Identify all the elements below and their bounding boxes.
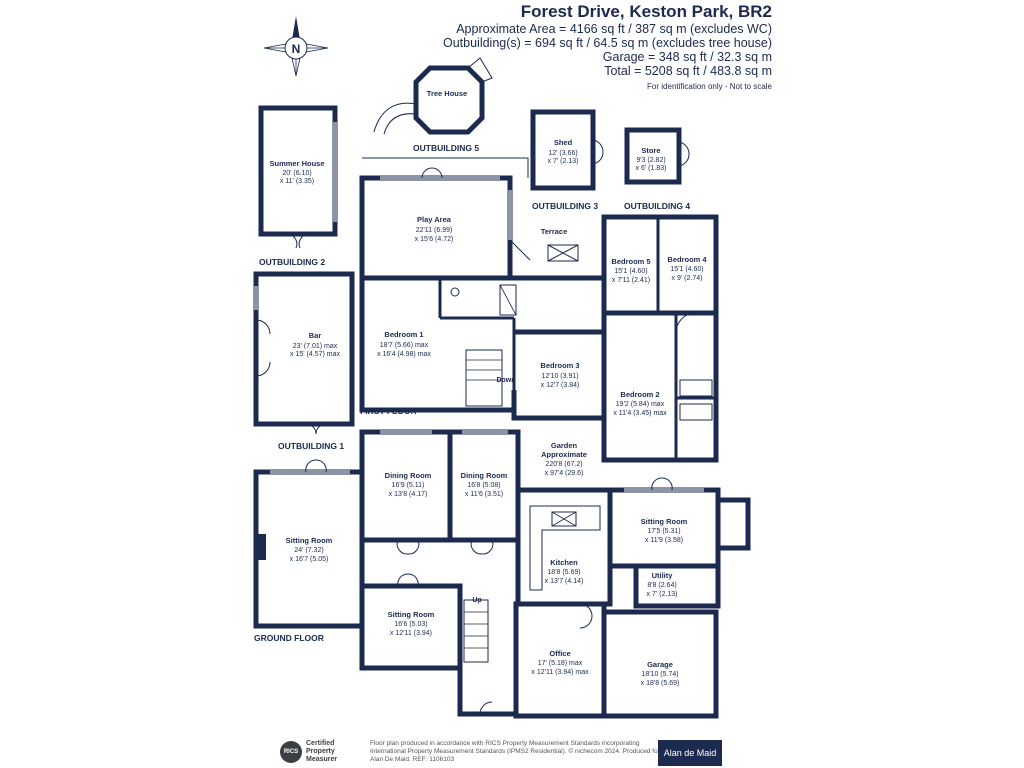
svg-text:12'10 (3.91): 12'10 (3.91): [541, 373, 578, 380]
rics-logo: RICS Certified Property Measurer: [280, 737, 360, 767]
svg-text:x 15' (4.57) max: x 15' (4.57) max: [290, 351, 340, 358]
svg-text:x 7' (2.13): x 7' (2.13): [647, 591, 678, 598]
svg-text:x 97'4 (29.6): x 97'4 (29.6): [545, 470, 584, 477]
label-outbuilding-5: OUTBUILDING 5: [413, 143, 479, 153]
svg-text:x 16'7 (5.05): x 16'7 (5.05): [290, 556, 329, 563]
svg-text:17'5 (5.31): 17'5 (5.31): [647, 528, 680, 535]
svg-text:Garage: Garage: [647, 660, 673, 669]
label-ground-floor: GROUND FLOOR: [254, 633, 324, 643]
svg-text:Up: Up: [472, 597, 481, 604]
first-floor: Down Bedroom 1 18'7 (5.66) max x 16'4 (4…: [359, 275, 607, 421]
garden: Garden Approximate 220'8 (67.2) x 97'4 (…: [541, 441, 587, 477]
svg-text:x 13'8 (4.17): x 13'8 (4.17): [389, 491, 428, 498]
svg-text:x 6' (1.83): x 6' (1.83): [636, 165, 667, 172]
certified-text: Certified Property Measurer: [306, 740, 338, 763]
east-wing: Bedroom 5 15'1 (4.60) x 7'11 (2.41) Bedr…: [601, 214, 719, 463]
svg-text:19'2 (5.84) max: 19'2 (5.84) max: [616, 401, 665, 408]
svg-text:Dining Room: Dining Room: [461, 471, 508, 480]
svg-text:x 7' (2.13): x 7' (2.13): [548, 158, 579, 165]
svg-text:x 18'8 (5.69): x 18'8 (5.69): [641, 680, 680, 687]
label-outbuilding-2: OUTBUILDING 2: [259, 257, 325, 267]
shed: Shed 12' (3.66) x 7' (2.13): [530, 109, 604, 191]
svg-text:220'8 (67.2): 220'8 (67.2): [545, 461, 582, 468]
svg-text:Tree House: Tree House: [427, 89, 467, 98]
svg-text:x 12'7 (3.84): x 12'7 (3.84): [541, 382, 580, 389]
header: Forest Drive, Keston Park, BR2 Approxima…: [443, 2, 772, 91]
svg-text:Bedroom 5: Bedroom 5: [611, 257, 650, 266]
svg-text:Bar: Bar: [309, 331, 322, 340]
label-outbuilding-4: OUTBUILDING 4: [624, 201, 690, 211]
svg-text:x 15'6 (4.72): x 15'6 (4.72): [415, 236, 454, 243]
svg-text:24' (7.32): 24' (7.32): [294, 547, 323, 554]
svg-text:18'10 (5.74): 18'10 (5.74): [641, 671, 678, 678]
svg-text:Terrace: Terrace: [541, 227, 568, 236]
svg-text:Bedroom 1: Bedroom 1: [384, 330, 423, 339]
svg-text:Dining Room: Dining Room: [385, 471, 432, 480]
page-title: Forest Drive, Keston Park, BR2: [520, 2, 772, 21]
compass-label: N: [292, 42, 301, 56]
svg-text:x 11'4 (3.45) max: x 11'4 (3.45) max: [613, 410, 667, 417]
svg-text:Down: Down: [496, 377, 515, 384]
scale-note: For identification only - Not to scale: [647, 82, 772, 91]
label-outbuilding-1: OUTBUILDING 1: [278, 441, 344, 451]
svg-text:Sitting Room: Sitting Room: [641, 517, 688, 526]
label-outbuilding-3: OUTBUILDING 3: [532, 201, 598, 211]
svg-text:16'9 (5.11): 16'9 (5.11): [392, 482, 425, 489]
svg-text:23' (7.01) max: 23' (7.01) max: [293, 343, 338, 350]
svg-text:15'1 (4.60): 15'1 (4.60): [670, 266, 703, 273]
svg-text:Sitting Room: Sitting Room: [388, 610, 435, 619]
area-line: Total = 5208 sq ft / 483.8 sq m: [604, 64, 772, 78]
summer-house: Summer House 20' (6.10) x 11' (3.35): [258, 105, 338, 249]
svg-text:Office: Office: [549, 649, 570, 658]
brand-logo: Alan de Maid: [658, 740, 722, 766]
svg-text:x 13'7 (4.14): x 13'7 (4.14): [545, 578, 584, 585]
svg-text:Store: Store: [641, 146, 660, 155]
play-area: Play Area 22'11 (6.99) x 15'6 (4.72): [359, 157, 529, 281]
svg-text:Bedroom 3: Bedroom 3: [540, 361, 579, 370]
svg-text:20' (6.10): 20' (6.10): [282, 170, 311, 177]
svg-text:12' (3.66): 12' (3.66): [548, 150, 577, 157]
svg-text:x 11' (3.35): x 11' (3.35): [280, 178, 314, 185]
svg-text:x 9' (2.74): x 9' (2.74): [672, 275, 703, 282]
svg-text:Play Area: Play Area: [417, 215, 452, 224]
svg-text:Garden: Garden: [551, 441, 578, 450]
compass-icon: N: [263, 16, 329, 77]
svg-text:9'3 (2.82): 9'3 (2.82): [636, 157, 665, 164]
area-line: Approximate Area = 4166 sq ft / 387 sq m…: [456, 22, 772, 36]
svg-text:Bedroom 2: Bedroom 2: [620, 390, 659, 399]
rics-badge: RICS: [280, 741, 302, 763]
svg-text:x 16'4 (4.98) max: x 16'4 (4.98) max: [377, 351, 431, 358]
tree-house: Tree House: [373, 57, 493, 135]
svg-text:Bedroom 4: Bedroom 4: [667, 255, 707, 264]
store: Store 9'3 (2.82) x 6' (1.83): [624, 127, 690, 185]
disclaimer: Floor plan produced in accordance with R…: [370, 740, 660, 763]
svg-text:Summer House: Summer House: [269, 159, 324, 168]
area-line: Outbuilding(s) = 694 sq ft / 64.5 sq m (…: [443, 36, 772, 50]
svg-text:Approximate: Approximate: [541, 450, 587, 459]
svg-text:Sitting Room: Sitting Room: [286, 536, 333, 545]
svg-text:x 11'6 (3.51): x 11'6 (3.51): [465, 491, 503, 498]
svg-text:8'8 (2.64): 8'8 (2.64): [647, 582, 676, 589]
label-first-floor: FIRST FLOOR: [360, 406, 417, 416]
svg-text:x 11'9 (3.58): x 11'9 (3.58): [645, 537, 683, 544]
svg-text:18'8 (5.69): 18'8 (5.69): [547, 569, 580, 576]
svg-text:x 12'11 (3.94): x 12'11 (3.94): [390, 630, 432, 637]
svg-text:Kitchen: Kitchen: [550, 558, 578, 567]
area-line: Garage = 348 sq ft / 32.3 sq m: [602, 50, 772, 64]
terrace: Terrace: [509, 227, 579, 262]
svg-text:x 12'11 (3.94) max: x 12'11 (3.94) max: [531, 669, 589, 676]
svg-text:15'1 (4.60): 15'1 (4.60): [614, 268, 647, 275]
svg-text:17' (5.18) max: 17' (5.18) max: [538, 660, 583, 667]
svg-text:16'8 (5.08): 16'8 (5.08): [467, 482, 500, 489]
ground-floor: Sitting Room 24' (7.32) x 16'7 (5.05) Di…: [253, 429, 751, 719]
svg-text:18'7 (5.66) max: 18'7 (5.66) max: [380, 342, 429, 349]
svg-text:16'6 (5.03): 16'6 (5.03): [394, 621, 427, 628]
svg-text:22'11 (6.99): 22'11 (6.99): [416, 227, 453, 234]
svg-text:Utility: Utility: [652, 571, 674, 580]
svg-text:x 7'11 (2.41): x 7'11 (2.41): [612, 277, 650, 284]
bar: Bar 23' (7.01) max x 15' (4.57) max: [253, 271, 355, 435]
svg-text:Shed: Shed: [554, 138, 573, 147]
